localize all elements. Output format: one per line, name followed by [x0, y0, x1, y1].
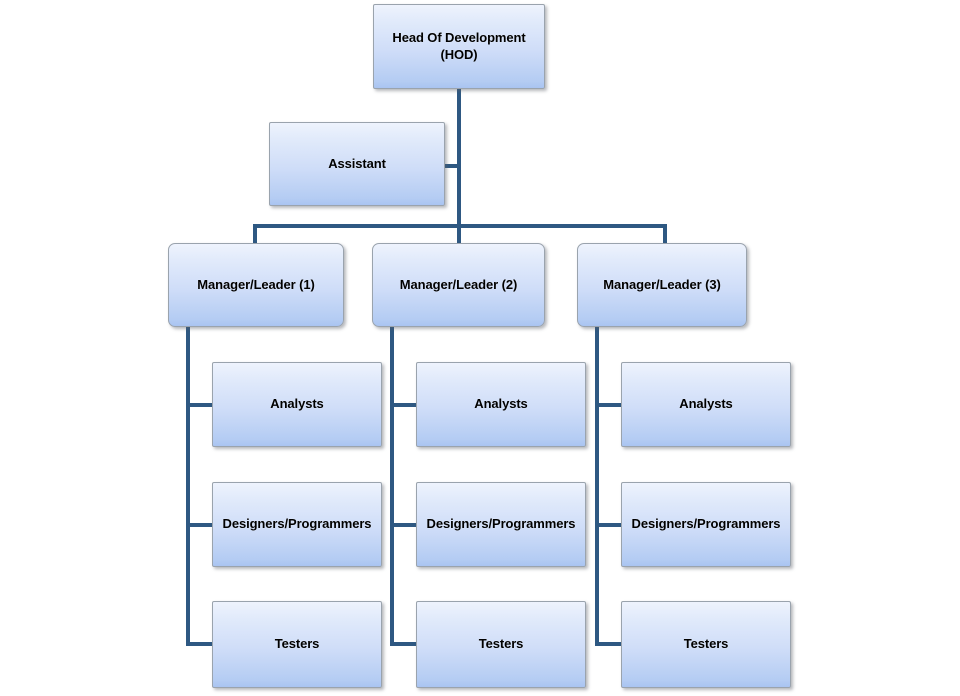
- connector-stub-testers3: [595, 642, 623, 646]
- node-label: Analysts: [679, 396, 733, 412]
- node-analysts-branch3[interactable]: Analysts: [621, 362, 791, 447]
- connector-stub-testers1: [186, 642, 214, 646]
- connector-stub-analysts3: [595, 403, 623, 407]
- node-label: Designers/Programmers: [222, 516, 372, 532]
- node-label: Analysts: [474, 396, 528, 412]
- node-label: Designers/Programmers: [631, 516, 781, 532]
- node-label: Testers: [274, 636, 320, 652]
- node-label: Designers/Programmers: [426, 516, 576, 532]
- node-designers-programmers-branch3[interactable]: Designers/Programmers: [621, 482, 791, 567]
- node-manager-leader-3[interactable]: Manager/Leader (3): [577, 243, 747, 327]
- connector-spine-branch2: [390, 325, 394, 646]
- connector-spine-branch1: [186, 325, 190, 646]
- node-testers-branch1[interactable]: Testers: [212, 601, 382, 688]
- node-manager-leader-2[interactable]: Manager/Leader (2): [372, 243, 545, 327]
- connector-drop-manager3: [663, 224, 667, 246]
- connector-stub-designers1: [186, 523, 214, 527]
- node-label: Testers: [683, 636, 729, 652]
- connector-assistant-stub: [443, 164, 461, 168]
- node-label: Manager/Leader (1): [197, 276, 315, 292]
- node-assistant[interactable]: Assistant: [269, 122, 445, 206]
- node-label: Head Of Development (HOD): [392, 30, 526, 62]
- connector-hod-vertical: [457, 87, 461, 228]
- node-label: Testers: [478, 636, 524, 652]
- node-head-of-development[interactable]: Head Of Development (HOD): [373, 4, 545, 89]
- node-label: Assistant: [328, 155, 386, 171]
- node-analysts-branch2[interactable]: Analysts: [416, 362, 586, 447]
- connector-stub-designers2: [390, 523, 418, 527]
- connector-drop-manager2: [457, 224, 461, 246]
- node-label: Manager/Leader (2): [399, 276, 518, 292]
- connector-spine-branch3: [595, 325, 599, 646]
- node-label: Manager/Leader (3): [603, 276, 721, 292]
- connector-stub-analysts1: [186, 403, 214, 407]
- node-analysts-branch1[interactable]: Analysts: [212, 362, 382, 447]
- connector-stub-analysts2: [390, 403, 418, 407]
- node-testers-branch3[interactable]: Testers: [621, 601, 791, 688]
- node-label: Analysts: [270, 396, 324, 412]
- connector-stub-testers2: [390, 642, 418, 646]
- connector-drop-manager1: [253, 224, 257, 246]
- node-designers-programmers-branch2[interactable]: Designers/Programmers: [416, 482, 586, 567]
- node-designers-programmers-branch1[interactable]: Designers/Programmers: [212, 482, 382, 567]
- node-testers-branch2[interactable]: Testers: [416, 601, 586, 688]
- node-manager-leader-1[interactable]: Manager/Leader (1): [168, 243, 344, 327]
- connector-stub-designers3: [595, 523, 623, 527]
